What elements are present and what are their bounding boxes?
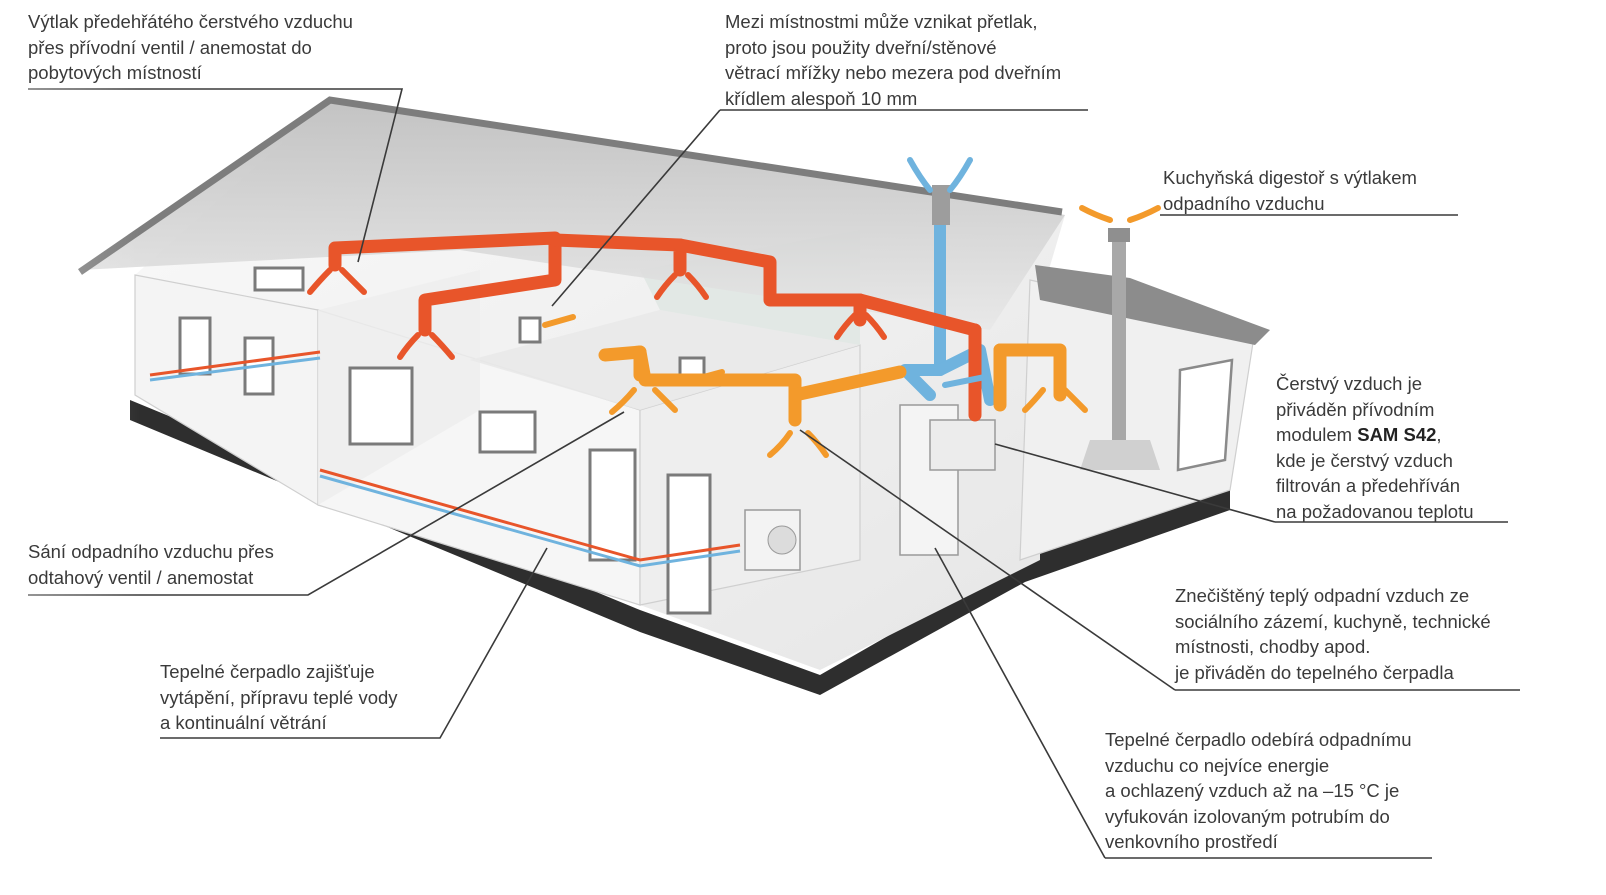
callout-line: Sání odpadního vzduchu přes bbox=[28, 541, 274, 562]
callout-line: modulem SAM S42, bbox=[1276, 422, 1474, 448]
callout-line: filtrován a předehříván bbox=[1276, 475, 1461, 496]
callout-line: Tepelné čerpadlo odebírá odpadnímu bbox=[1105, 729, 1412, 750]
callout-line: Kuchyňská digestoř s výtlakem bbox=[1163, 167, 1417, 188]
callout-fresh-air: Čerstvý vzduch je přiváděn přívodním mod… bbox=[1276, 371, 1474, 524]
callout-heat-pump: Tepelné čerpadlo zajišťuje vytápění, pří… bbox=[160, 659, 398, 736]
callout-text: , bbox=[1436, 424, 1442, 445]
callout-line: Čerstvý vzduch je bbox=[1276, 373, 1422, 394]
callout-line: je přiváděn do tepelného čerpadla bbox=[1175, 661, 1454, 683]
roof bbox=[78, 96, 1270, 345]
callout-text: modulem bbox=[1276, 424, 1358, 445]
callout-line: na požadovanou teplotu bbox=[1276, 500, 1474, 522]
module-name: SAM S42 bbox=[1357, 424, 1437, 445]
windows bbox=[178, 266, 712, 615]
callout-line: Mezi místnostmi může vznikat přetlak, bbox=[725, 11, 1038, 32]
callout-line: a kontinuální větrání bbox=[160, 712, 327, 733]
callout-line: přiváděn přívodním bbox=[1276, 398, 1435, 420]
callout-line: Výtlak předehřátého čerstvého vzduchu bbox=[28, 11, 353, 32]
callout-overpressure: Mezi místnostmi může vznikat přetlak, pr… bbox=[725, 9, 1061, 111]
supply-duct bbox=[328, 231, 982, 422]
callout-polluted-air: Znečištěný teplý odpadní vzduch ze sociá… bbox=[1175, 583, 1491, 685]
callout-line: pobytových místností bbox=[28, 62, 202, 83]
callout-line: přes přívodní ventil / anemostat do bbox=[28, 36, 312, 58]
exhaust-duct bbox=[598, 343, 1067, 427]
callout-line: vytápění, přípravu teplé vody bbox=[160, 686, 398, 708]
callout-line: proto jsou použity dveřní/stěnové bbox=[725, 36, 997, 58]
callout-line: Znečištěný teplý odpadní vzduch ze bbox=[1175, 585, 1470, 606]
callout-energy-extraction: Tepelné čerpadlo odebírá odpadnímu vzduc… bbox=[1105, 727, 1412, 855]
callout-line: venkovního prostředí bbox=[1105, 831, 1278, 852]
callout-line: křídlem alespoň 10 mm bbox=[725, 87, 918, 109]
callout-line: odtahový ventil / anemostat bbox=[28, 566, 254, 588]
callout-kitchen-hood: Kuchyňská digestoř s výtlakem odpadního … bbox=[1163, 165, 1417, 216]
callout-line: místnosti, chodby apod. bbox=[1175, 636, 1371, 657]
callout-line: vzduchu co nejvíce energie bbox=[1105, 754, 1330, 776]
callout-supply-air: Výtlak předehřátého čerstvého vzduchu př… bbox=[28, 9, 353, 86]
callout-line: vyfukován izolovaným potrubím do bbox=[1105, 805, 1390, 827]
callout-exhaust-intake: Sání odpadního vzduchu přes odtahový ven… bbox=[28, 539, 274, 590]
foundation bbox=[130, 400, 1230, 695]
kitchen-hood bbox=[1080, 228, 1160, 470]
callout-line: odpadního vzduchu bbox=[1163, 192, 1325, 214]
leader-lines bbox=[28, 88, 1520, 859]
callout-line: kde je čerstvý vzduch bbox=[1276, 449, 1453, 471]
callout-line: a ochlazený vzduch až na –15 °C je bbox=[1105, 780, 1400, 801]
callout-line: sociálního zázemí, kuchyně, technické bbox=[1175, 610, 1491, 632]
heating-pipes bbox=[149, 350, 741, 568]
heat-pump-unit bbox=[744, 404, 996, 571]
callout-line: Tepelné čerpadlo zajišťuje bbox=[160, 661, 375, 682]
callout-line: větrací mřížky nebo mezera pod dveřním bbox=[725, 62, 1062, 83]
airflow-arrows bbox=[307, 157, 1161, 458]
